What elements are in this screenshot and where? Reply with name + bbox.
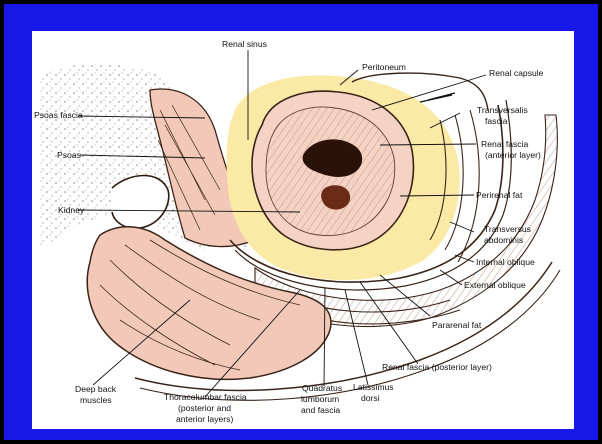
label-thoracolumbar-2: (posterior and	[178, 403, 231, 413]
label-peritoneum: Peritoneum	[362, 62, 406, 72]
label-quadratus-1: Quadratus	[302, 383, 342, 393]
label-psoas-fascia: Psoas fascia	[34, 110, 83, 120]
label-psoas: Psoas	[57, 150, 81, 160]
needle-marks	[420, 93, 455, 102]
label-quadratus-2: lumborum	[301, 394, 339, 404]
label-external-oblique: External oblique	[464, 280, 526, 290]
label-kidney: Kidney	[58, 205, 85, 215]
label-transversus-1: Transversus	[484, 224, 531, 234]
label-deep-back-1: Deep back	[75, 384, 117, 394]
label-latissimus-1: Latissimus	[353, 382, 394, 392]
label-transversus-2: abdominis	[484, 235, 523, 245]
label-renal-fascia-ant-2: (anterior layer)	[485, 150, 541, 160]
label-renal-fascia-posterior: Renal fascia (posterior layer)	[382, 362, 492, 372]
label-transversalis-1: Transversalis	[477, 105, 528, 115]
label-renal-fascia-ant-1: Renal fascia	[481, 139, 529, 149]
label-thoracolumbar-3: anterior layers)	[176, 414, 233, 424]
label-renal-sinus: Renal sinus	[222, 39, 267, 49]
label-perirenal-fat: Perirenal fat	[476, 190, 523, 200]
label-latissimus-2: dorsi	[361, 393, 380, 403]
label-renal-capsule: Renal capsule	[489, 68, 544, 78]
label-transversalis-2: fascia	[485, 116, 508, 126]
label-pararenal-fat: Pararenal fat	[432, 320, 482, 330]
label-internal-oblique: Internal oblique	[476, 257, 535, 267]
label-thoracolumbar-1: Thoracolumbar fascia	[164, 392, 247, 402]
label-quadratus-3: and fascia	[301, 405, 340, 415]
label-deep-back-2: muscles	[80, 395, 112, 405]
